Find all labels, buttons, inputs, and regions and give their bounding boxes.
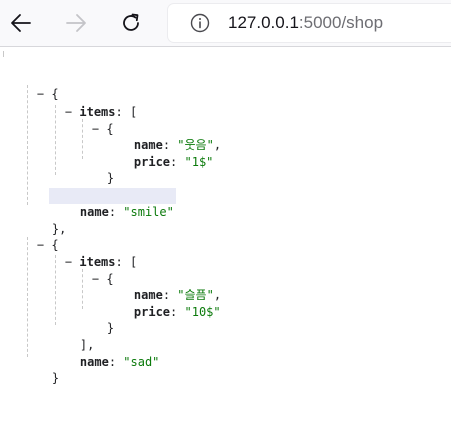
- json-key: items: [79, 255, 116, 269]
- json-line: price: "10$": [105, 288, 221, 319]
- reload-icon: [123, 13, 139, 31]
- indent-guide: [82, 269, 83, 309]
- colon: :: [108, 355, 117, 369]
- indent-guide: [27, 237, 28, 357]
- comma: ,: [213, 288, 222, 302]
- json-key: name: [79, 355, 109, 369]
- json-line: },: [23, 205, 66, 236]
- json-string-value: "1$": [184, 155, 214, 169]
- indent-guide: [55, 105, 56, 175]
- forward-button[interactable]: [59, 6, 93, 40]
- comma: ,: [213, 138, 222, 152]
- json-line: name: "슬픔",: [105, 271, 221, 302]
- url-host: 127.0.0.1: [228, 13, 299, 32]
- url-path: :5000/shop: [298, 13, 384, 32]
- json-viewer: − { − items: [ − { name: "웃음", price: "1…: [0, 47, 451, 433]
- object-close: }: [106, 321, 115, 335]
- json-line-highlighted: name: "smile": [49, 188, 176, 219]
- json-line: name: "sad": [51, 338, 160, 369]
- json-line: }: [78, 304, 114, 335]
- address-bar[interactable]: 127.0.0.1:5000/shop: [168, 4, 451, 42]
- json-string-value: "sad": [123, 355, 160, 369]
- array-open: [: [129, 105, 138, 119]
- object-close: },: [51, 222, 67, 236]
- json-line: − items: [: [36, 238, 137, 269]
- json-line: − {: [63, 255, 114, 286]
- object-open: {: [106, 272, 114, 286]
- collapse-toggle[interactable]: −: [36, 238, 45, 252]
- array-close: ],: [79, 338, 95, 352]
- colon: :: [170, 305, 178, 319]
- indent-guide: [82, 119, 83, 159]
- url-text[interactable]: 127.0.0.1:5000/shop: [228, 13, 383, 33]
- colon: :: [115, 105, 123, 119]
- json-string-value: "슬픔": [177, 288, 214, 302]
- json-line: − items: [: [36, 88, 137, 119]
- object-open: {: [106, 122, 114, 136]
- json-string-value: "웃음": [177, 138, 214, 152]
- indent-guide: [55, 255, 56, 325]
- object-open: {: [51, 238, 59, 252]
- back-button[interactable]: [4, 6, 38, 40]
- json-line: name: "웃음",: [105, 121, 221, 152]
- indent-guide: [3, 51, 4, 57]
- json-line: − {: [8, 70, 59, 101]
- json-line: − {: [8, 221, 59, 252]
- json-line: ],: [51, 171, 94, 202]
- collapse-toggle[interactable]: −: [36, 87, 45, 101]
- arrow-left-icon: [11, 14, 31, 32]
- json-key: name: [133, 288, 163, 302]
- collapse-toggle[interactable]: −: [64, 255, 73, 269]
- json-key: items: [79, 105, 116, 119]
- array-open: [: [129, 255, 138, 269]
- info-icon[interactable]: [190, 13, 210, 33]
- object-open: {: [51, 87, 59, 101]
- json-string-value: "10$": [184, 305, 221, 319]
- colon: :: [108, 205, 117, 219]
- collapse-toggle[interactable]: −: [91, 272, 100, 286]
- json-key: price: [133, 305, 171, 319]
- json-key: name: [133, 138, 163, 152]
- collapse-toggle[interactable]: −: [64, 105, 73, 119]
- colon: :: [162, 138, 171, 152]
- colon: :: [170, 155, 178, 169]
- reload-button[interactable]: [114, 6, 148, 40]
- object-close: }: [51, 371, 60, 385]
- json-line: }: [23, 354, 59, 385]
- json-line: ],: [51, 321, 94, 352]
- json-key: price: [133, 155, 171, 169]
- json-line: − {: [63, 105, 114, 136]
- arrow-right-icon: [66, 14, 86, 32]
- collapse-toggle[interactable]: −: [91, 122, 100, 136]
- indent-guide: [27, 85, 28, 205]
- object-close: }: [106, 171, 115, 185]
- browser-toolbar: 127.0.0.1:5000/shop: [0, 0, 451, 47]
- colon: :: [162, 288, 171, 302]
- json-line: price: "1$": [105, 138, 214, 169]
- json-key: name: [79, 205, 109, 219]
- json-string-value: "smile": [123, 205, 174, 219]
- json-line: }: [78, 154, 114, 185]
- colon: :: [115, 255, 123, 269]
